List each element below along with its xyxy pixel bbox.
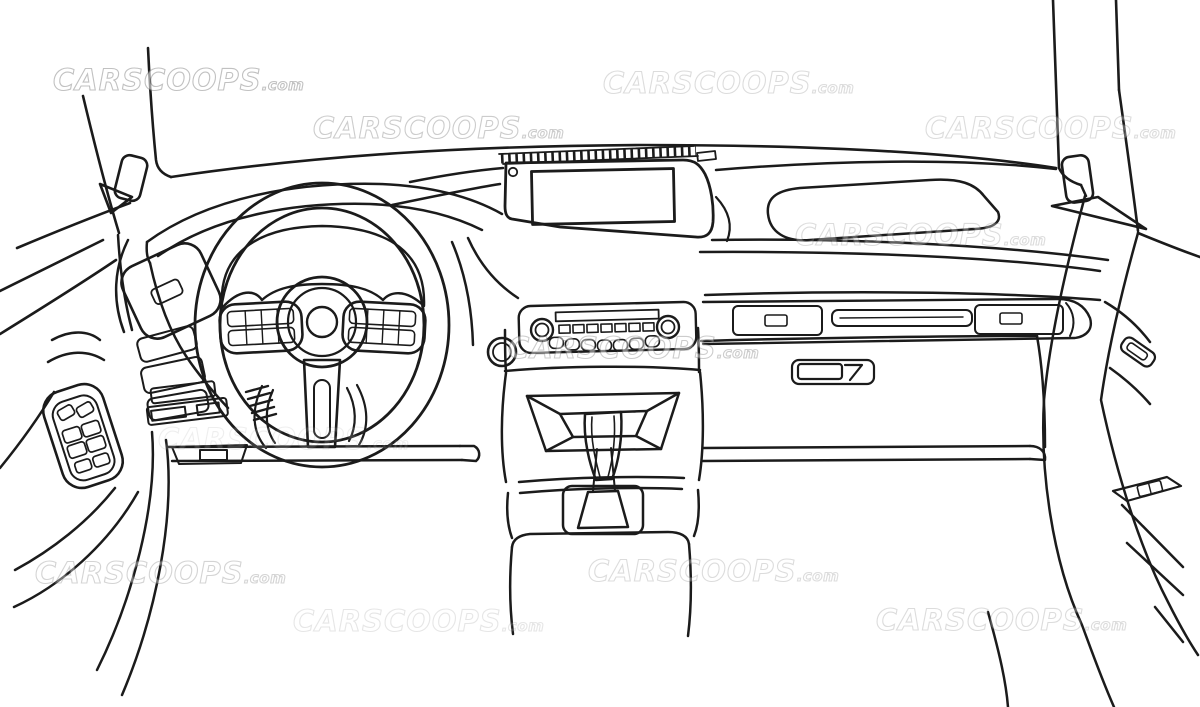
- right-a-pillar: [1051, 0, 1061, 170]
- watermark-brand: CARSCOOPS: [313, 111, 522, 145]
- steering-column: [244, 383, 368, 450]
- screen-bezel: [503, 158, 715, 239]
- climate-button-row: [548, 334, 661, 352]
- climate-controls: [486, 300, 698, 368]
- watermark-text: CARSCOOPS.com: [293, 604, 544, 638]
- watermark-text: CARSCOOPS.com: [35, 556, 286, 590]
- screen-sensor-dot: [507, 166, 519, 178]
- right-door-panel: [986, 183, 1200, 707]
- watermark-tld: .com: [367, 435, 410, 453]
- right-door-handle: [1119, 336, 1157, 368]
- glovebox-seam: [699, 334, 1039, 343]
- watermark-text: CARSCOOPS.com: [795, 218, 1046, 252]
- left-mirror: [113, 153, 149, 203]
- watermark-brand: CARSCOOPS: [925, 111, 1134, 145]
- watermark-tld: .com: [797, 567, 840, 585]
- watermark-text: CARSCOOPS.com: [313, 111, 564, 145]
- left-spoke-buttons: [218, 300, 304, 355]
- instrument-cluster: [220, 224, 426, 310]
- right-window-edge: [1117, 88, 1140, 233]
- temp-knob-right: [655, 314, 681, 340]
- window-switch-panel: [41, 382, 125, 490]
- watermark-text: CARSCOOPS.com: [158, 422, 409, 456]
- watermark-brand: CARSCOOPS: [795, 218, 1004, 252]
- shifter-boot: [576, 489, 630, 530]
- watermark-tld: .com: [502, 617, 545, 635]
- cluster-right-edge: [450, 240, 475, 347]
- vent-strip-frame: [701, 297, 1092, 346]
- watermark-brand: CARSCOOPS: [876, 603, 1085, 637]
- watermark-tld: .com: [262, 76, 305, 94]
- left-door-panel: [0, 331, 170, 697]
- right-mirror-base: [1050, 195, 1148, 231]
- seat-edge: [95, 430, 155, 672]
- vent-right-cluster: [974, 304, 1064, 335]
- bottom-spoke: [302, 358, 342, 449]
- windshield-frame: [0, 0, 1200, 336]
- side-mirrors: [98, 153, 1148, 231]
- watermark-brand: CARSCOOPS: [508, 331, 717, 365]
- door-sill-line: [1120, 503, 1185, 569]
- temp-knob-left: [529, 317, 555, 343]
- watermark-tld: .com: [244, 569, 287, 587]
- dashboard: [114, 160, 1110, 463]
- left-window-edge: [81, 94, 121, 235]
- left-mirror-base: [98, 182, 134, 215]
- right-spoke-buttons: [341, 300, 427, 355]
- steering-wheel-hub: [275, 275, 369, 369]
- infotainment-screen-highlight: [503, 158, 731, 243]
- center-console: [500, 365, 705, 638]
- left-a-pillar: [146, 46, 173, 179]
- screen-display: [530, 167, 676, 226]
- glovebox-handle: [790, 358, 876, 386]
- knee-trim: [171, 444, 248, 465]
- watermark-text: CARSCOOPS.com: [603, 66, 854, 100]
- watermark-brand: CARSCOOPS: [53, 63, 262, 97]
- climate-display: [554, 308, 660, 323]
- window-switches: [56, 401, 111, 474]
- watermark-text: CARSCOOPS.com: [876, 603, 1127, 637]
- shifter-lever: [583, 410, 623, 482]
- right-window-sill: [1136, 231, 1200, 259]
- passenger-air-vents: [701, 297, 1092, 346]
- watermark-text: CARSCOOPS.com: [53, 63, 304, 97]
- glovebox: [790, 358, 876, 386]
- watermark-brand: CARSCOOPS: [588, 554, 797, 588]
- watermark-text: CARSCOOPS.com: [925, 111, 1176, 145]
- vent-left-cluster: [732, 305, 823, 336]
- passenger-trim-panel: [766, 178, 1001, 242]
- door-sill-plate: [1111, 475, 1183, 503]
- watermark-tld: .com: [522, 124, 565, 142]
- gear-shifter: [561, 410, 645, 536]
- cluster-hood: [145, 182, 504, 244]
- driver-knee-panel: [145, 380, 248, 465]
- steering-wheel: [193, 181, 451, 469]
- dash-brow: [710, 238, 1110, 262]
- watermark-brand: CARSCOOPS: [603, 66, 812, 100]
- watermark-brand: CARSCOOPS: [35, 556, 244, 590]
- vent-center-slot: [831, 309, 973, 327]
- watermark-tld: .com: [717, 344, 760, 362]
- volume-knob: [486, 336, 518, 368]
- driver-air-vents: [120, 242, 222, 422]
- windshield-base: [169, 143, 1058, 179]
- watermark-layer: CARSCOOPS.com CARSCOOPS.comCARSCOOPS.com…: [34, 62, 1176, 638]
- watermark-brand: CARSCOOPS: [293, 604, 502, 638]
- watermark-brand: CARSCOOPS: [158, 422, 367, 456]
- climate-buttons: [558, 321, 655, 335]
- watermark-tld: .com: [1134, 124, 1177, 142]
- horn-center: [305, 305, 339, 339]
- watermark-tld: .com: [812, 79, 855, 97]
- watermark-tld: .com: [1085, 616, 1128, 634]
- watermark-tld: .com: [1004, 231, 1047, 249]
- watermark-text: CARSCOOPS.com: [508, 331, 759, 365]
- shifter-base: [561, 484, 645, 536]
- watermark-text: CARSCOOPS.com: [588, 554, 839, 588]
